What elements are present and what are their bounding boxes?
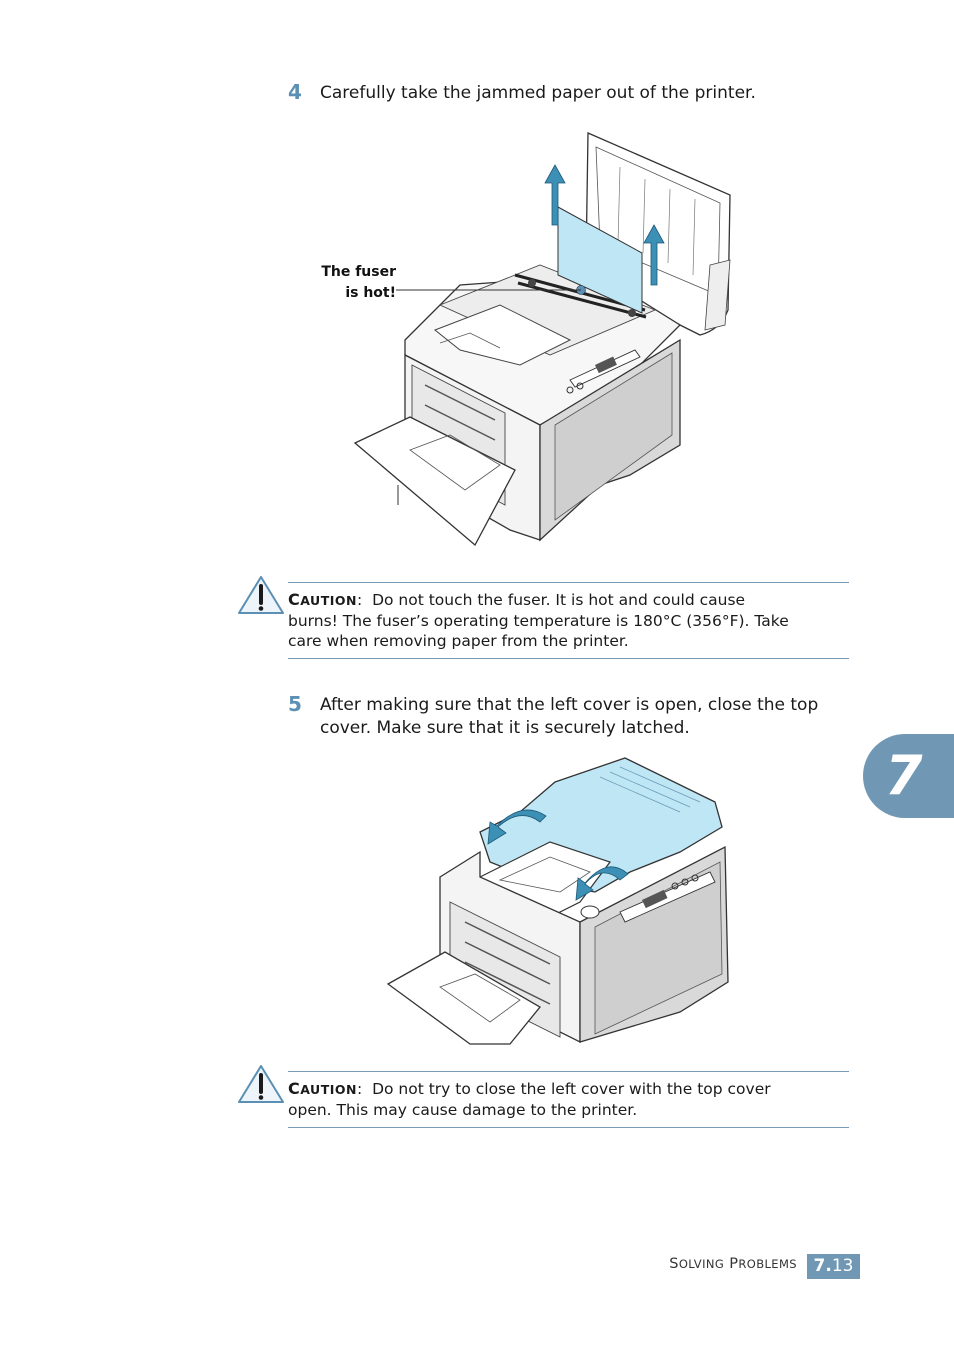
caution-label: CAUTION: [288, 590, 357, 609]
curved-arrow-icon: [487, 809, 547, 845]
step-5-text: After making sure that the left cover is…: [320, 694, 818, 740]
caution-line-2: open. This may cause damage to the print…: [288, 1101, 638, 1119]
page-number: 7.13: [807, 1254, 860, 1279]
chapter-tab-number: 7: [885, 744, 923, 807]
fuser-callout: The fuser is hot!: [300, 262, 396, 304]
caution-line-3: care when removing paper from the printe…: [288, 632, 629, 650]
up-arrow-icon: [643, 224, 665, 286]
footer-section-title: SOLVING PROBLEMS: [669, 1256, 797, 1272]
callout-line-1: The fuser: [321, 264, 396, 280]
caution-box-1: CAUTION: Do not touch the fuser. It is h…: [288, 582, 849, 659]
caution-line-1: CAUTION: Do not touch the fuser. It is h…: [288, 590, 746, 609]
printer-close-top-cover-illustration: [386, 757, 729, 1045]
chapter-tab: [863, 734, 954, 818]
caution-line-2: burns! The fuser’s operating temperature…: [288, 612, 789, 630]
curved-arrow-icon: [575, 866, 629, 901]
caution-line-1: CAUTION: Do not try to close the left co…: [288, 1079, 771, 1098]
step-4-number: 4: [288, 80, 302, 104]
callout-line-2: is hot!: [345, 285, 396, 301]
step-5-number: 5: [288, 692, 302, 716]
printer-open-top-cover-illustration: [353, 132, 731, 547]
warning-triangle-icon: [238, 576, 284, 614]
step-5-line-1: After making sure that the left cover is…: [320, 695, 819, 715]
step-5-line-2: cover. Make sure that it is securely lat…: [320, 718, 690, 738]
up-arrow-icon: [544, 164, 566, 226]
caution-box-2: CAUTION: Do not try to close the left co…: [288, 1071, 849, 1128]
warning-triangle-icon: [238, 1065, 284, 1103]
caution-label: CAUTION: [288, 1079, 357, 1098]
step-4-text: Carefully take the jammed paper out of t…: [320, 83, 756, 103]
